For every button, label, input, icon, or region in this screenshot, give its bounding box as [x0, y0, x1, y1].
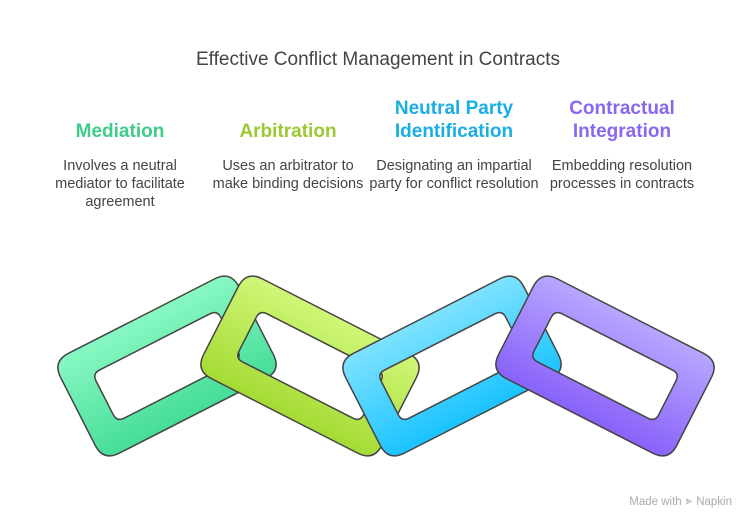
item-description: Embedding resolution processes in contra… — [549, 158, 695, 192]
item-title: Contractual Integration — [569, 98, 675, 142]
item-description: Designating an impartial party for confl… — [369, 158, 539, 192]
item-description: Involves a neutral mediator to facilitat… — [55, 158, 185, 210]
brand-label: Napkin — [696, 495, 732, 508]
item-description: Uses an arbitrator to make binding decis… — [212, 158, 364, 192]
made-with-label: Made with — [629, 495, 682, 508]
item-neutral-party: Neutral Party Identification Designating… — [369, 97, 539, 193]
item-contractual-integration: Contractual Integration Embedding resolu… — [537, 97, 707, 193]
item-mediation: Mediation Involves a neutral mediator to… — [35, 120, 205, 211]
footer-watermark: Made with ⪢ Napkin — [629, 495, 732, 508]
napkin-logo-icon: ⪢ — [685, 495, 693, 507]
chain-link-4 — [495, 275, 715, 457]
diagram-title: Effective Conflict Management in Contrac… — [196, 49, 560, 70]
item-title: Neutral Party Identification — [394, 98, 514, 142]
item-title: Arbitration — [239, 121, 337, 142]
item-title: Mediation — [75, 121, 165, 142]
item-arbitration: Arbitration Uses an arbitrator to make b… — [203, 120, 373, 193]
